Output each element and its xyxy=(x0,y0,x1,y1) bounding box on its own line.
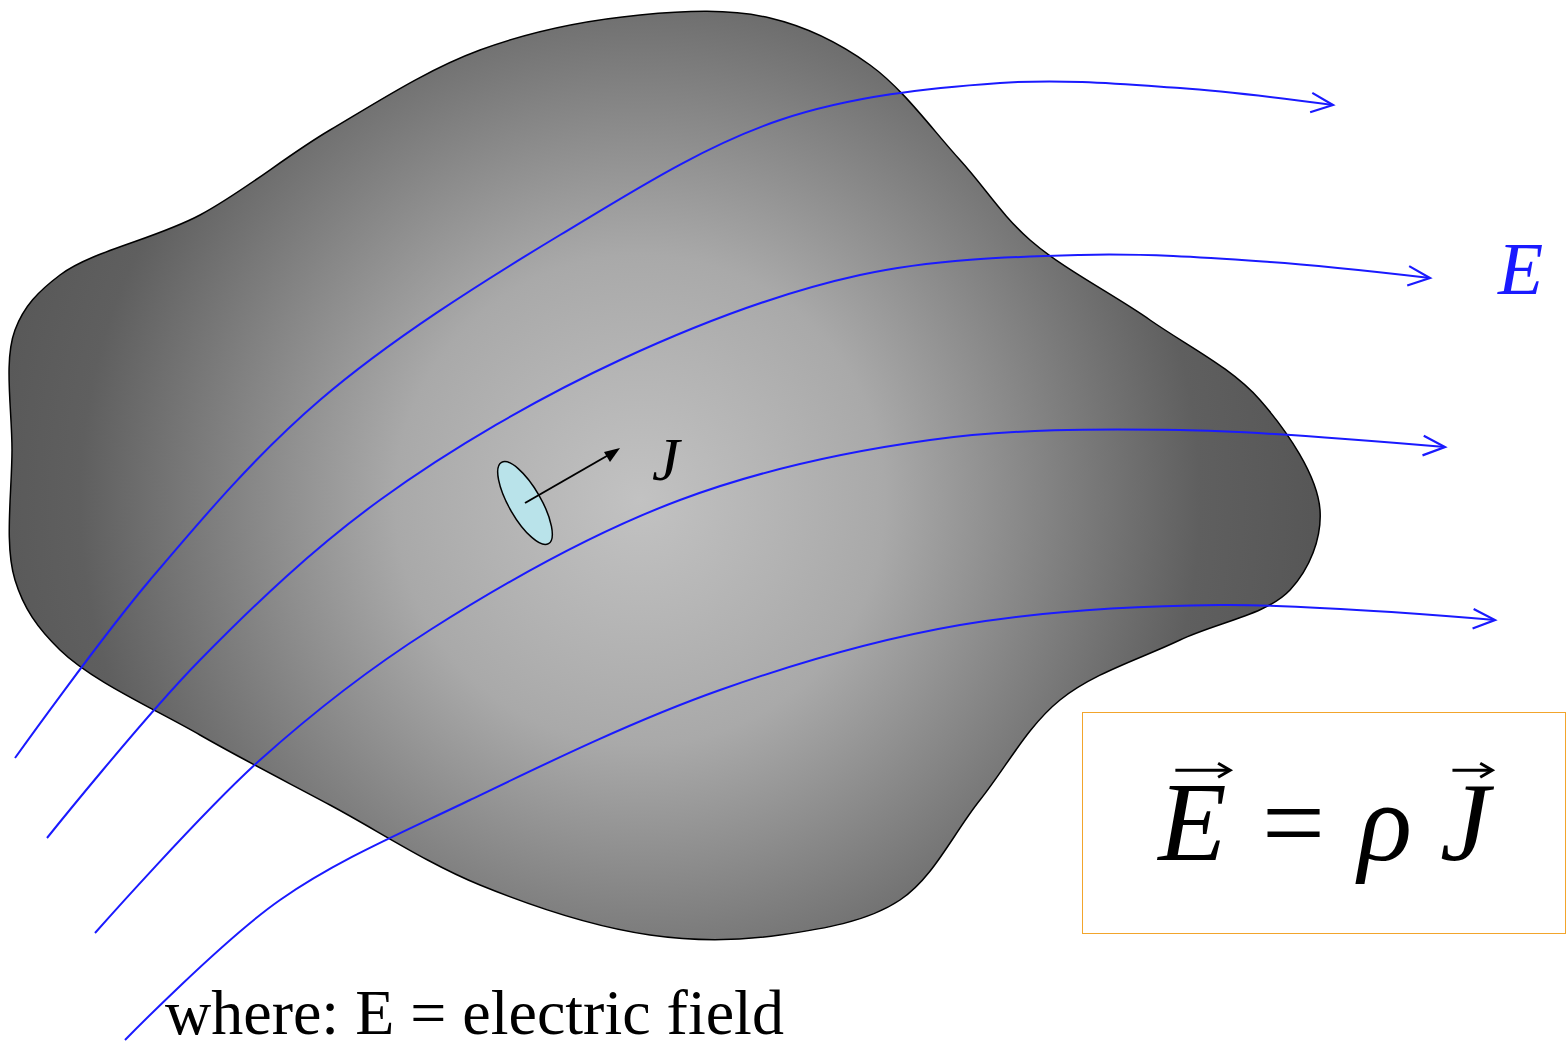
current-probe xyxy=(488,448,620,552)
vector-arrow xyxy=(1175,763,1230,777)
vector-arrow xyxy=(1452,763,1492,777)
field-arrowhead xyxy=(1407,266,1430,285)
field-arrowhead xyxy=(1310,93,1333,112)
field-arrowhead xyxy=(1473,609,1495,629)
vector-bar xyxy=(1175,769,1228,772)
vector-head xyxy=(1480,763,1492,777)
field-line xyxy=(15,81,1333,758)
field-arrowhead xyxy=(1423,436,1445,456)
current-arrowhead xyxy=(604,448,620,462)
definition-note: where: E = electric field xyxy=(165,981,784,1045)
formula-box: E = ρ J xyxy=(1082,712,1566,934)
formula-text: E = ρ J xyxy=(1158,761,1489,884)
field-line xyxy=(125,605,1495,1040)
current-density-label: J xyxy=(652,428,680,490)
current-vector xyxy=(525,453,612,503)
vector-bar xyxy=(1452,769,1490,772)
field-label: E xyxy=(1498,232,1543,306)
vector-head xyxy=(1218,763,1230,777)
